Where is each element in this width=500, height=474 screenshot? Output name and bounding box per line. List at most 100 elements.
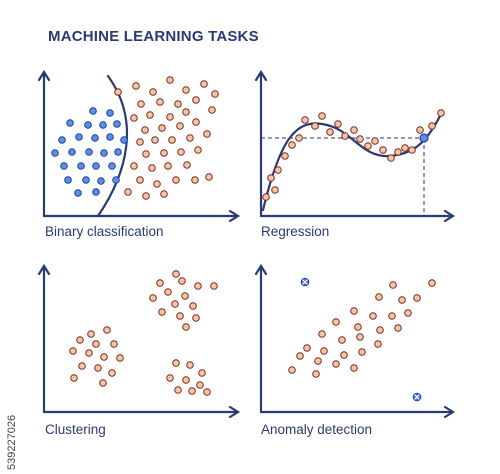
cluster-point — [103, 326, 111, 334]
normal-point — [394, 324, 402, 332]
cluster-point — [94, 364, 102, 372]
orange-point — [114, 88, 122, 96]
cluster-point — [192, 314, 200, 322]
normal-point — [332, 318, 340, 326]
orange-point — [130, 162, 138, 170]
blue-point — [77, 162, 85, 170]
cluster-points — [69, 270, 218, 396]
orange-point — [200, 80, 208, 88]
cluster-point — [210, 282, 218, 290]
orange-point — [194, 146, 202, 154]
blue-point — [64, 176, 72, 184]
regression-highlight-point — [419, 133, 429, 143]
x-axis-arrow — [443, 209, 456, 223]
cluster-point — [189, 302, 197, 310]
orange-point — [182, 86, 190, 94]
regression-point — [379, 146, 387, 154]
blue-point — [114, 148, 122, 156]
panel-anomaly-axes — [254, 263, 456, 419]
orange-point — [166, 76, 174, 84]
cluster-point — [85, 349, 93, 357]
orange-point — [142, 150, 150, 158]
cluster-point — [70, 374, 78, 382]
normal-point — [404, 309, 412, 317]
cluster-point — [116, 354, 124, 362]
orange-point — [160, 190, 168, 198]
normal-point — [350, 307, 358, 315]
orange-point — [164, 162, 172, 170]
normal-point — [374, 340, 382, 348]
regression-point — [267, 174, 275, 182]
cluster-point — [194, 282, 202, 290]
orange-point — [176, 122, 184, 130]
regression-point — [437, 109, 445, 117]
panel-clustering-axes — [37, 263, 241, 419]
regression-point — [341, 132, 349, 140]
orange-point — [186, 134, 194, 142]
cluster-point — [166, 374, 174, 382]
blue-point — [92, 162, 100, 170]
orange-point — [168, 136, 176, 144]
blue-class-points — [51, 107, 128, 197]
cluster-point — [186, 361, 194, 369]
cluster-point — [100, 353, 108, 361]
normal-point — [314, 357, 322, 365]
cluster-point — [188, 387, 196, 395]
normal-point — [354, 323, 362, 331]
blue-point — [100, 149, 108, 157]
orange-point — [160, 149, 168, 157]
x-axis-arrow — [228, 209, 241, 223]
decision-boundary — [96, 74, 128, 218]
regression-point — [371, 137, 379, 145]
blue-point — [108, 162, 116, 170]
normal-point — [296, 352, 304, 360]
regression-point — [281, 152, 289, 160]
orange-point — [192, 118, 200, 126]
normal-point — [318, 330, 326, 338]
orange-point — [177, 148, 185, 156]
x-axis-arrow — [228, 405, 241, 419]
normal-point — [312, 370, 320, 378]
cluster-point — [182, 376, 190, 384]
regression-point — [274, 166, 282, 174]
blue-point — [99, 121, 107, 129]
orange-point — [136, 176, 144, 184]
panel-binary-axes — [37, 69, 241, 223]
orange-point — [141, 126, 149, 134]
orange-point — [124, 188, 132, 196]
orange-point — [142, 192, 150, 200]
regression-point — [364, 142, 372, 150]
normal-point — [350, 364, 358, 372]
cluster-point — [78, 362, 86, 370]
orange-point — [156, 98, 164, 106]
cluster-point — [110, 340, 118, 348]
cluster-point — [171, 300, 179, 308]
blue-point — [85, 148, 93, 156]
cluster-point — [181, 292, 189, 300]
anomaly-point — [300, 277, 310, 287]
cluster-point — [69, 347, 77, 355]
blue-point — [106, 109, 114, 117]
cluster-point — [178, 277, 186, 285]
y-axis-arrow — [254, 263, 268, 276]
cluster-point — [87, 330, 95, 338]
blue-point — [91, 134, 99, 142]
cluster-point — [172, 270, 180, 278]
regression-point — [416, 126, 424, 134]
orange-point — [158, 124, 166, 132]
cluster-point — [149, 294, 157, 302]
cluster-point — [176, 312, 184, 320]
normal-point — [388, 312, 396, 320]
normal-point — [369, 312, 377, 320]
anomaly-normal-points — [288, 279, 436, 378]
blue-point — [60, 162, 68, 170]
panel-regression-axes — [254, 69, 456, 223]
cluster-point — [158, 308, 166, 316]
orange-point — [130, 114, 138, 122]
normal-point — [398, 296, 406, 304]
regression-point — [295, 134, 303, 142]
orange-point — [149, 88, 157, 96]
regression-guides — [261, 137, 425, 216]
normal-point — [356, 333, 364, 341]
